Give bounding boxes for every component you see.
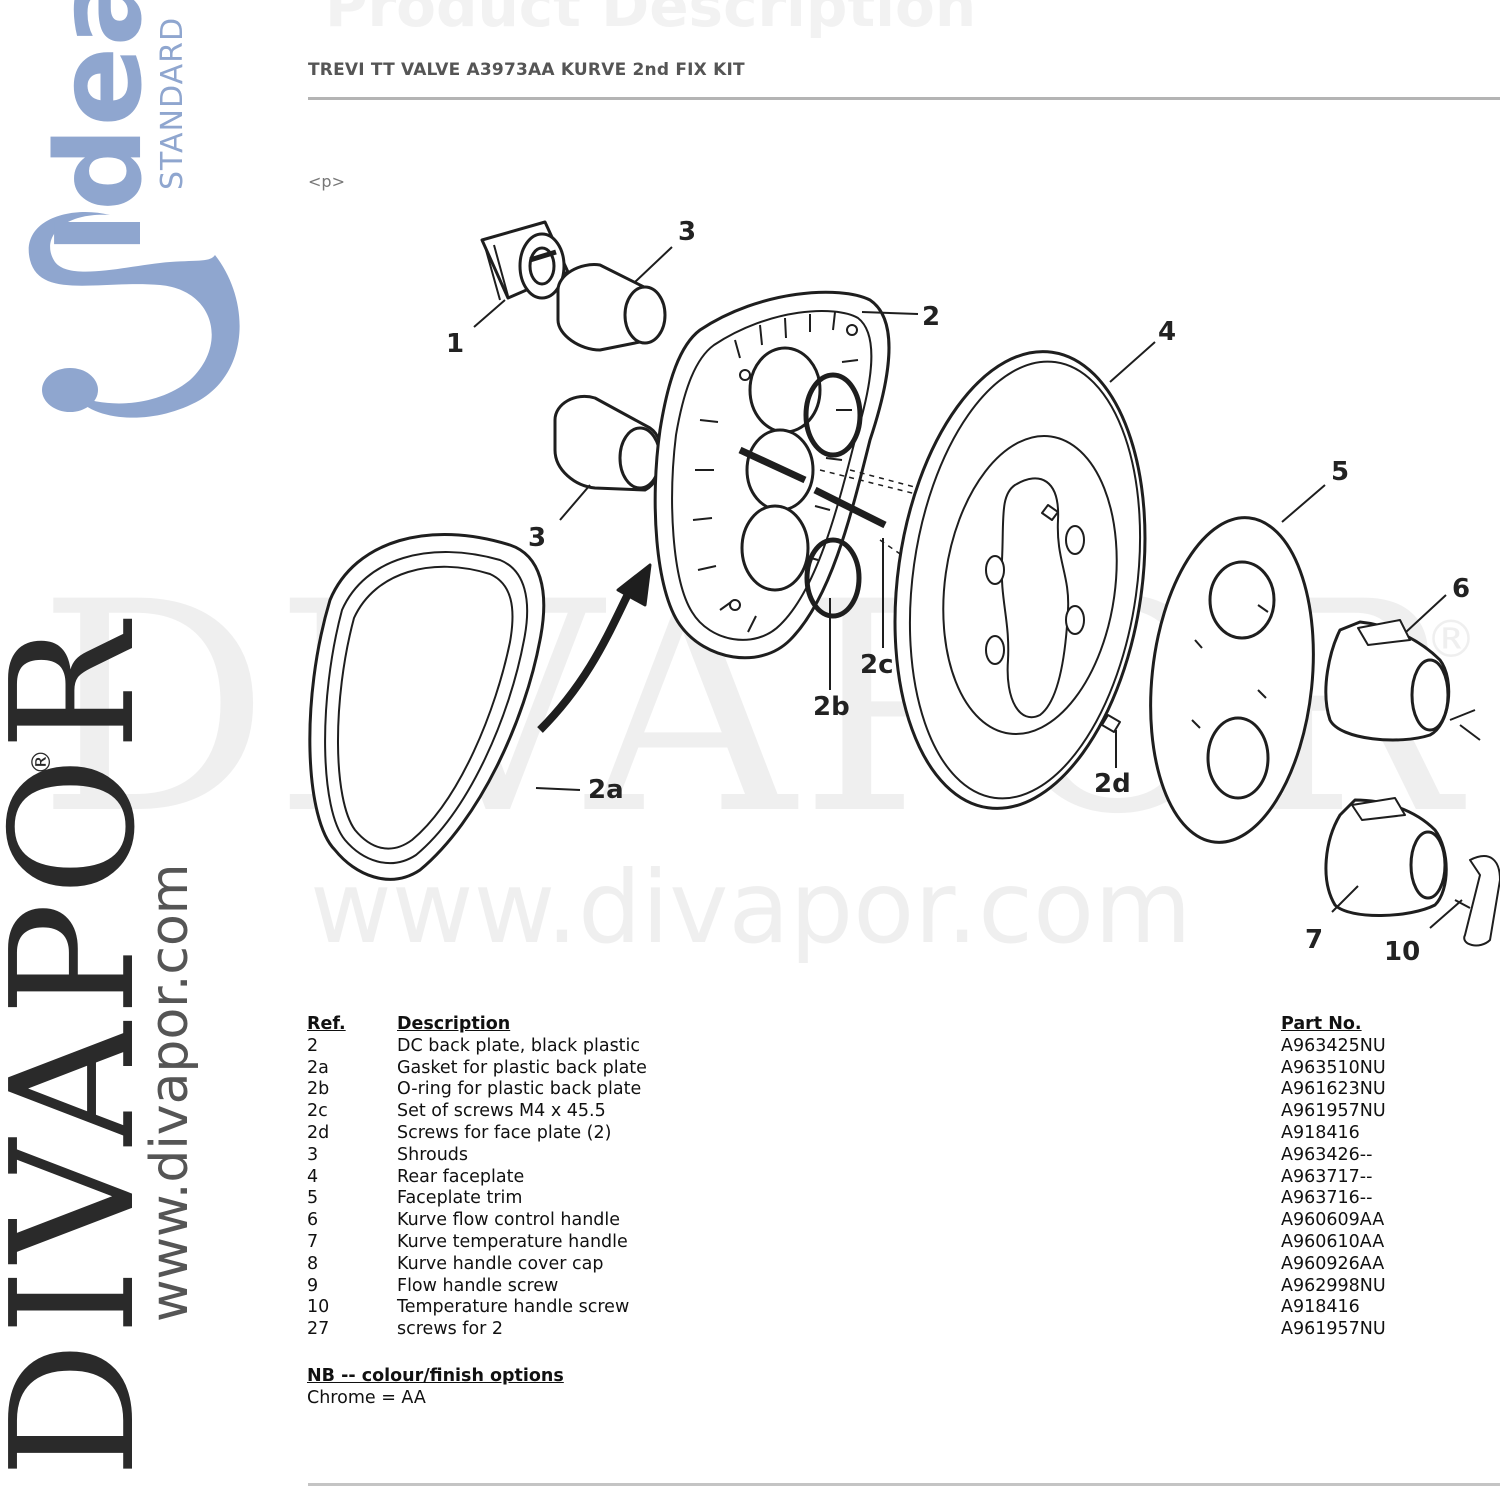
rear-faceplate-part xyxy=(893,350,1147,810)
ideal-standard-logo: Ideal STANDARD xyxy=(28,0,240,418)
page-title: TREVI TT VALVE A3973AA KURVE 2nd FIX KIT xyxy=(308,60,745,80)
shroud-upper xyxy=(556,263,667,352)
ideal-logo-word: Ideal xyxy=(30,0,168,255)
header-ghost-text: Product Description xyxy=(325,0,977,40)
header-divider xyxy=(308,97,1500,100)
cell-part-no: A963510NU xyxy=(1281,1057,1386,1078)
cell-ref: 2a xyxy=(307,1057,329,1078)
cell-part-no: A963425NU xyxy=(1281,1035,1386,1056)
table-row: 4 Rear faceplate A963717-- xyxy=(307,1167,1500,1189)
temperature-handle-part xyxy=(1324,797,1500,947)
table-row: 2 DC back plate, black plastic A963425NU xyxy=(307,1036,1500,1058)
arrow-head-icon xyxy=(616,563,652,607)
faceplate-trim-part xyxy=(1149,516,1315,844)
callout-10: 10 xyxy=(1384,937,1420,967)
cell-ref: 5 xyxy=(307,1188,319,1209)
cell-description: Shrouds xyxy=(397,1144,469,1165)
cell-description: Screws for face plate (2) xyxy=(397,1122,612,1143)
gasket-part xyxy=(308,533,546,881)
header-ref: Ref. xyxy=(307,1014,346,1034)
table-row: 2b O-ring for plastic back plate A961623NU xyxy=(307,1079,1500,1101)
callout-2d: 2d xyxy=(1094,769,1131,799)
cell-description: Kurve handle cover cap xyxy=(397,1253,604,1274)
table-row: 2a Gasket for plastic back plate A963510NU xyxy=(307,1058,1500,1080)
cell-ref: 6 xyxy=(307,1210,319,1231)
cell-part-no: A960926AA xyxy=(1281,1253,1385,1274)
exploded-parts-diagram: 1 3 3 2 4 5 6 2a 2b 2c 2d 7 10 xyxy=(308,217,1500,967)
cell-part-no: A961957NU xyxy=(1281,1319,1386,1340)
cell-ref: 2c xyxy=(307,1101,328,1122)
cell-ref: 2d xyxy=(307,1122,330,1143)
cell-description: Faceplate trim xyxy=(397,1188,523,1209)
html-p-tag-text: <p> xyxy=(308,172,345,191)
divapor-vertical-url: www.divapor.com xyxy=(140,864,200,1322)
cell-description: screws for 2 xyxy=(397,1319,504,1340)
finish-options-note: NB -- colour/finish options Chrome = AA xyxy=(307,1365,564,1409)
callout-6: 6 xyxy=(1452,574,1470,604)
finish-options-line: Chrome = AA xyxy=(307,1388,426,1408)
table-row: 2d Screws for face plate (2) A918416 xyxy=(307,1123,1500,1145)
cell-ref: 3 xyxy=(307,1144,319,1165)
flow-handle-part xyxy=(1324,619,1481,742)
table-row: 5 Faceplate trim A963716-- xyxy=(307,1188,1500,1210)
cell-description: Kurve temperature handle xyxy=(397,1231,628,1252)
cell-ref: 27 xyxy=(307,1319,330,1340)
parts-table-header: Ref. Description Part No. xyxy=(307,1014,1500,1036)
cell-part-no: A961957NU xyxy=(1281,1101,1386,1122)
cell-description: DC back plate, black plastic xyxy=(397,1035,641,1056)
cell-part-no: A960610AA xyxy=(1281,1231,1385,1252)
ideal-logo-sub: STANDARD xyxy=(155,17,190,190)
table-row: 9 Flow handle screw A962998NU xyxy=(307,1276,1500,1298)
parts-table: Ref. Description Part No. 2 DC back plate… xyxy=(307,1014,1500,1341)
cell-part-no: A918416 xyxy=(1281,1122,1360,1143)
header-part-no: Part No. xyxy=(1281,1014,1362,1034)
callout-3-lower: 3 xyxy=(528,523,546,553)
callout-7: 7 xyxy=(1305,925,1323,955)
table-row: 6 Kurve flow control handle A960609AA xyxy=(307,1210,1500,1232)
cell-ref: 7 xyxy=(307,1231,319,1252)
cell-part-no: A918416 xyxy=(1281,1297,1360,1318)
table-row: 7 Kurve temperature handle A960610AA xyxy=(307,1232,1500,1254)
cell-part-no: A963716-- xyxy=(1281,1188,1373,1209)
finish-options-title: NB -- colour/finish options xyxy=(307,1366,564,1386)
callout-5: 5 xyxy=(1331,457,1349,487)
cell-description: Gasket for plastic back plate xyxy=(397,1057,647,1078)
shroud-lower xyxy=(553,395,664,492)
header-description: Description xyxy=(397,1014,511,1034)
table-row: 2c Set of screws M4 x 45.5 A961957NU xyxy=(307,1101,1500,1123)
table-row: 8 Kurve handle cover cap A960926AA xyxy=(307,1254,1500,1276)
watermark-url: www.divapor.com xyxy=(310,849,1192,966)
callout-4: 4 xyxy=(1158,317,1176,347)
cell-part-no: A961623NU xyxy=(1281,1079,1386,1100)
cell-part-no: A960609AA xyxy=(1281,1210,1385,1231)
cell-description: Rear faceplate xyxy=(397,1166,525,1187)
callout-1: 1 xyxy=(446,329,464,359)
callout-2c: 2c xyxy=(860,650,894,680)
footer-divider xyxy=(308,1483,1500,1486)
cell-part-no: A962998NU xyxy=(1281,1275,1386,1296)
table-row: 27 screws for 2 A961957NU xyxy=(307,1319,1500,1341)
cell-ref: 2 xyxy=(307,1035,319,1056)
cell-ref: 2b xyxy=(307,1079,330,1100)
callout-2a: 2a xyxy=(588,775,624,805)
cell-description: Kurve flow control handle xyxy=(397,1210,621,1231)
callout-2b: 2b xyxy=(813,692,850,722)
cell-ref: 4 xyxy=(307,1166,319,1187)
cell-description: O-ring for plastic back plate xyxy=(397,1079,642,1100)
cell-description: Temperature handle screw xyxy=(397,1297,630,1318)
cell-part-no: A963717-- xyxy=(1281,1166,1373,1187)
cell-part-no: A963426-- xyxy=(1281,1144,1373,1165)
callout-2: 2 xyxy=(922,302,940,332)
cell-description: Set of screws M4 x 45.5 xyxy=(397,1101,606,1122)
cell-ref: 8 xyxy=(307,1253,319,1274)
back-plate-part xyxy=(653,290,891,660)
table-row: 3 Shrouds A963426-- xyxy=(307,1145,1500,1167)
cell-ref: 9 xyxy=(307,1275,319,1296)
table-row: 10 Temperature handle screw A918416 xyxy=(307,1297,1500,1319)
cell-ref: 10 xyxy=(307,1297,330,1318)
callout-3-upper: 3 xyxy=(678,217,696,247)
cartridge-part xyxy=(480,220,570,301)
cell-description: Flow handle screw xyxy=(397,1275,559,1296)
